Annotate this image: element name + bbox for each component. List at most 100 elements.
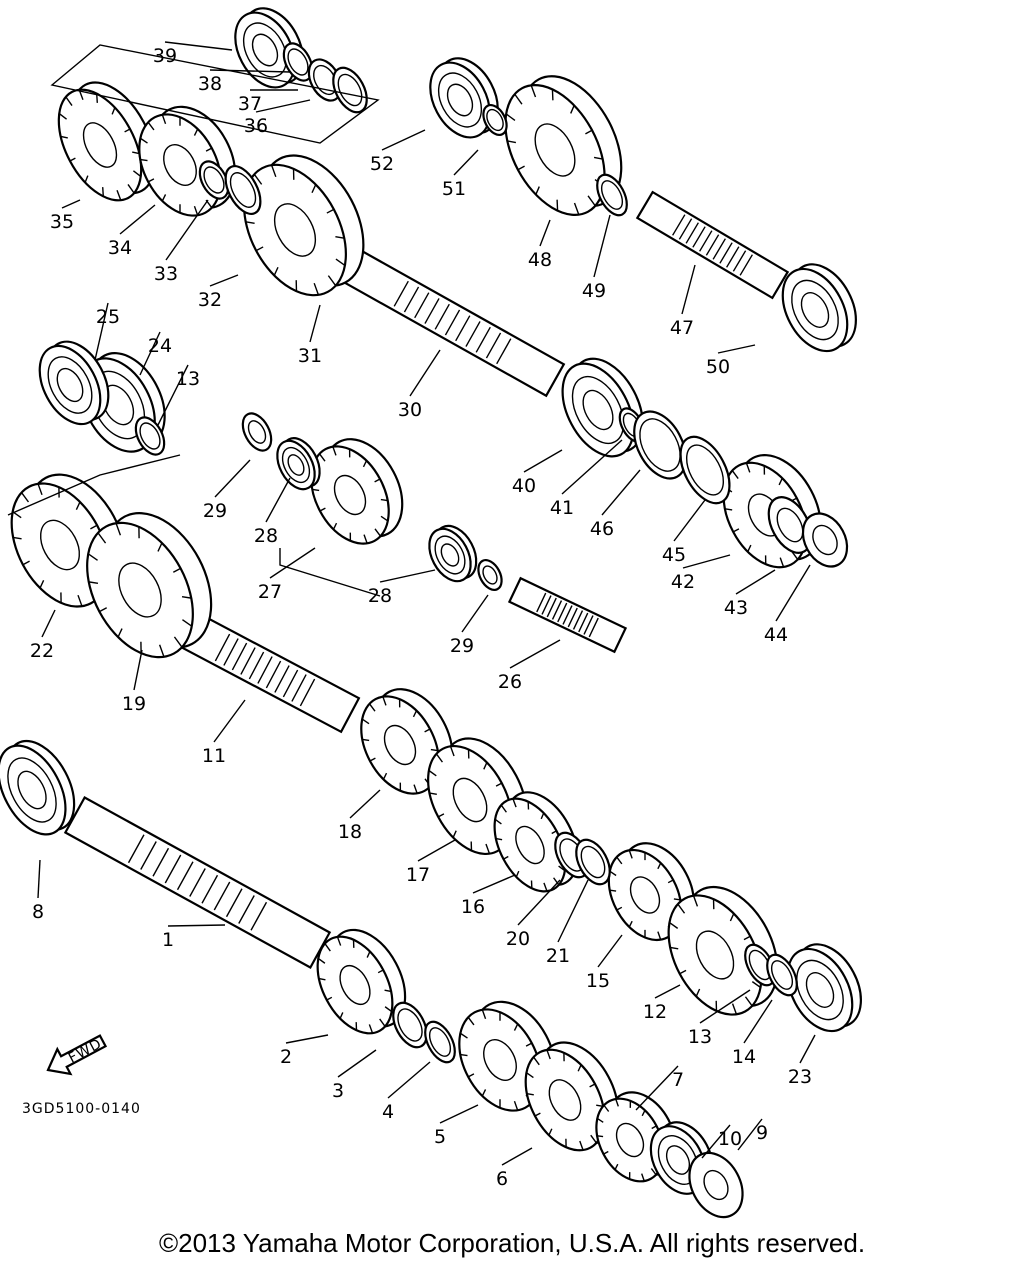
bearing-23 (786, 943, 862, 1033)
leader-40 (523, 449, 563, 473)
callout-37: 37 (238, 93, 262, 115)
callout-32: 32 (198, 289, 222, 311)
callout-28: 28 (254, 525, 278, 547)
leader-23 (799, 1034, 816, 1064)
callout-18: 18 (338, 821, 362, 843)
copyright-notice: ©2013 Yamaha Motor Corporation, U.S.A. A… (158, 1228, 866, 1258)
leader-24 (139, 331, 161, 376)
transmission-exploded-diagram: 1234567891011121313141516171819202122232… (0, 7, 862, 1219)
leader-33 (165, 199, 209, 261)
gear-27 (310, 438, 404, 545)
leader-41 (561, 439, 623, 495)
leader-28 (379, 569, 436, 583)
leader-20 (517, 879, 561, 926)
callout-23: 23 (788, 1066, 812, 1088)
callout-29: 29 (450, 635, 474, 657)
leader-48 (539, 219, 551, 247)
front-arrow: FWD (46, 1034, 108, 1076)
leader-21 (557, 879, 589, 943)
leader-18 (349, 789, 381, 819)
washer-36 (332, 66, 368, 114)
leader-32 (209, 274, 239, 287)
callout-13: 13 (688, 1026, 712, 1048)
hub-34 (138, 105, 237, 217)
leader-43 (735, 569, 776, 595)
spacer-9 (688, 1151, 744, 1219)
callout-10: 10 (718, 1128, 742, 1150)
shaft-30 (339, 247, 566, 398)
gear-16 (493, 791, 579, 893)
callout-34: 34 (108, 237, 132, 259)
callout-16: 16 (461, 896, 485, 918)
callout-11: 11 (202, 745, 226, 767)
washer-45 (679, 435, 731, 505)
washer-29 (241, 412, 273, 452)
callout-48: 48 (528, 249, 552, 271)
leader-16 (472, 874, 516, 894)
leader-44 (775, 564, 811, 622)
callout-24: 24 (148, 335, 172, 357)
group-bracket-27 (279, 548, 381, 597)
leader-22 (41, 609, 56, 638)
callout-25: 25 (96, 306, 120, 328)
leader-45 (673, 499, 706, 542)
leader-13 (699, 989, 751, 1024)
leader-51 (453, 149, 479, 176)
callout-38: 38 (198, 73, 222, 95)
washer-13 (744, 943, 776, 987)
parts-drawing (0, 7, 862, 1219)
circlip-14 (766, 953, 798, 997)
callout-6: 6 (496, 1168, 508, 1190)
part-code-label: 3GD5100-0140 (22, 1101, 141, 1117)
leader-3 (337, 1049, 377, 1078)
leader-27 (269, 547, 316, 579)
gear-35 (57, 81, 156, 202)
callout-52: 52 (370, 153, 394, 175)
leader-13 (157, 364, 189, 426)
callout-39: 39 (153, 45, 177, 67)
leader-4 (387, 1061, 431, 1099)
circlip-38 (282, 42, 314, 82)
washer-3 (392, 1001, 428, 1049)
bearing-8 (0, 739, 76, 836)
leader-47 (681, 264, 696, 315)
callout-36: 36 (244, 115, 268, 137)
bearing-51 (781, 263, 857, 353)
leader-1 (167, 924, 226, 927)
collar-46 (633, 410, 687, 480)
callout-leader-lines (37, 41, 816, 1166)
leader-35 (61, 199, 81, 209)
leader-29 (214, 459, 251, 498)
callout-5: 5 (434, 1126, 446, 1148)
leader-7 (635, 1065, 679, 1111)
leader-12 (654, 984, 681, 999)
group-bracket-middle (7, 454, 181, 516)
callout-8: 8 (32, 901, 44, 923)
leader-31 (309, 304, 321, 343)
callout-14: 14 (732, 1046, 756, 1068)
callout-7: 7 (672, 1069, 684, 1091)
callout-1: 1 (162, 929, 174, 951)
leader-46 (601, 469, 641, 516)
callout-20: 20 (506, 928, 530, 950)
callout-21: 21 (546, 945, 570, 967)
bearing-40 (561, 357, 644, 458)
leader-9 (737, 1118, 763, 1151)
callout-46: 46 (590, 518, 614, 540)
callout-45: 45 (662, 544, 686, 566)
seal-25 (38, 340, 110, 426)
leader-8 (37, 859, 41, 899)
leader-49 (593, 214, 611, 278)
leader-50 (717, 344, 756, 354)
gear-7 (595, 1091, 677, 1183)
leader-15 (597, 934, 623, 968)
shaft-1 (63, 795, 332, 970)
callout-labels: 1234567891011121313141516171819202122232… (30, 45, 812, 1190)
leader-11 (213, 699, 246, 743)
leader-5 (439, 1104, 479, 1124)
gear-19 (86, 512, 213, 659)
callout-40: 40 (512, 475, 536, 497)
callout-47: 47 (670, 317, 694, 339)
leader-42 (682, 554, 731, 569)
circlip-13-top (134, 416, 166, 456)
